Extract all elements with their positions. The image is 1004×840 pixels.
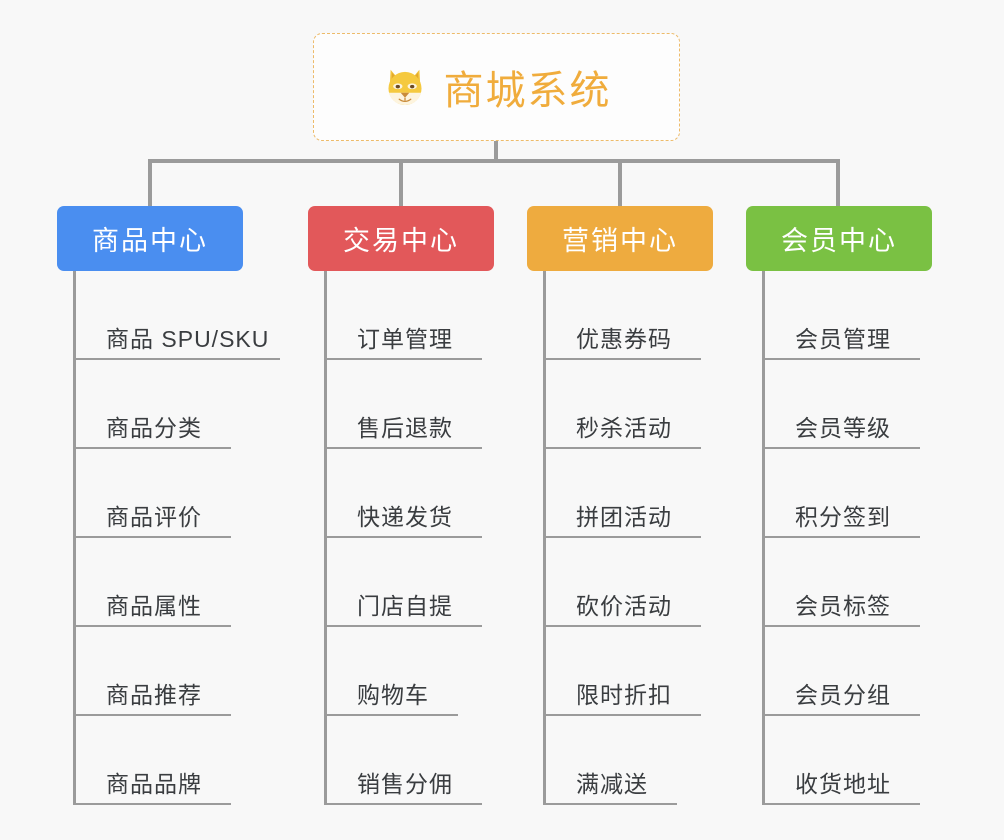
leaf-label: 商品评价 xyxy=(106,503,202,530)
leaf-label: 门店自提 xyxy=(357,592,453,619)
leaf-node[interactable]: 优惠券码 xyxy=(543,271,701,360)
connector-trunk-product-center xyxy=(73,271,76,805)
leaf-underline: 积分签到 xyxy=(765,503,920,538)
leaf-label: 优惠券码 xyxy=(576,325,672,352)
category-box-member-center[interactable]: 会员中心 xyxy=(746,206,932,271)
leaf-underline: 会员等级 xyxy=(765,414,920,449)
leaf-underline: 秒杀活动 xyxy=(546,414,701,449)
leaf-node[interactable]: 购物车 xyxy=(324,627,458,716)
leaf-underline: 会员管理 xyxy=(765,325,920,360)
leaf-node[interactable]: 限时折扣 xyxy=(543,627,701,716)
leaf-label: 商品 SPU/SKU xyxy=(106,325,270,352)
leaf-label: 秒杀活动 xyxy=(576,414,672,441)
leaf-underline: 商品评价 xyxy=(76,503,231,538)
leaf-node[interactable]: 满减送 xyxy=(543,716,677,805)
leaf-node[interactable]: 门店自提 xyxy=(324,538,482,627)
leaf-underline: 门店自提 xyxy=(327,592,482,627)
leaf-node[interactable]: 秒杀活动 xyxy=(543,360,701,449)
leaf-label: 商品推荐 xyxy=(106,681,202,708)
connector-trunk-marketing-center xyxy=(543,271,546,805)
leaf-node[interactable]: 快递发货 xyxy=(324,449,482,538)
category-box-marketing-center[interactable]: 营销中心 xyxy=(527,206,713,271)
leaf-underline: 销售分佣 xyxy=(327,770,482,805)
leaf-label: 会员等级 xyxy=(795,414,891,441)
leaf-label: 快递发货 xyxy=(357,503,453,530)
root-node-shop-system[interactable]: 商城系统 xyxy=(313,33,680,141)
leaf-label: 拼团活动 xyxy=(576,503,672,530)
leaf-underline: 快递发货 xyxy=(327,503,482,538)
leaf-underline: 商品属性 xyxy=(76,592,231,627)
leaf-node[interactable]: 订单管理 xyxy=(324,271,482,360)
shiba-dog-face-icon xyxy=(382,64,428,110)
leaf-node[interactable]: 商品推荐 xyxy=(73,627,231,716)
leaf-label: 销售分佣 xyxy=(357,770,453,797)
leaf-label: 积分签到 xyxy=(795,503,891,530)
leaf-column-trade-center: 订单管理售后退款快递发货门店自提购物车销售分佣 xyxy=(324,271,584,805)
connector-trunk-trade-center xyxy=(324,271,327,805)
category-box-trade-center[interactable]: 交易中心 xyxy=(308,206,494,271)
leaf-label: 满减送 xyxy=(576,770,648,797)
leaf-underline: 满减送 xyxy=(546,770,677,805)
leaf-node[interactable]: 积分签到 xyxy=(762,449,920,538)
leaf-underline: 商品推荐 xyxy=(76,681,231,716)
leaf-underline: 拼团活动 xyxy=(546,503,701,538)
connector-root-stem xyxy=(494,141,498,163)
leaf-underline: 商品 SPU/SKU xyxy=(76,325,280,360)
leaf-node[interactable]: 商品分类 xyxy=(73,360,231,449)
leaf-underline: 收货地址 xyxy=(765,770,920,805)
leaf-label: 商品属性 xyxy=(106,592,202,619)
leaf-label: 收货地址 xyxy=(795,770,891,797)
connector-trunk-member-center xyxy=(762,271,765,805)
leaf-label: 售后退款 xyxy=(357,414,453,441)
leaf-label: 购物车 xyxy=(357,681,429,708)
leaf-label: 订单管理 xyxy=(357,325,453,352)
category-label: 营销中心 xyxy=(562,226,678,256)
leaf-underline: 购物车 xyxy=(327,681,458,716)
leaf-label: 限时折扣 xyxy=(576,681,672,708)
leaf-label: 砍价活动 xyxy=(576,592,672,619)
leaf-underline: 会员分组 xyxy=(765,681,920,716)
leaf-column-marketing-center: 优惠券码秒杀活动拼团活动砍价活动限时折扣满减送 xyxy=(543,271,803,805)
leaf-underline: 售后退款 xyxy=(327,414,482,449)
connector-drop-member-center xyxy=(836,159,840,206)
connector-drop-trade-center xyxy=(399,159,403,206)
leaf-node[interactable]: 商品评价 xyxy=(73,449,231,538)
leaf-label: 会员标签 xyxy=(795,592,891,619)
leaf-node[interactable]: 会员管理 xyxy=(762,271,920,360)
connector-drop-product-center xyxy=(148,159,152,206)
leaf-node[interactable]: 砍价活动 xyxy=(543,538,701,627)
leaf-node[interactable]: 会员分组 xyxy=(762,627,920,716)
leaf-underline: 会员标签 xyxy=(765,592,920,627)
leaf-node[interactable]: 拼团活动 xyxy=(543,449,701,538)
leaf-node[interactable]: 商品品牌 xyxy=(73,716,231,805)
leaf-label: 会员管理 xyxy=(795,325,891,352)
leaf-underline: 优惠券码 xyxy=(546,325,701,360)
leaf-underline: 商品品牌 xyxy=(76,770,231,805)
leaf-underline: 商品分类 xyxy=(76,414,231,449)
connector-drop-marketing-center xyxy=(618,159,622,206)
leaf-node[interactable]: 商品属性 xyxy=(73,538,231,627)
leaf-underline: 砍价活动 xyxy=(546,592,701,627)
category-label: 会员中心 xyxy=(781,226,897,256)
leaf-label: 商品品牌 xyxy=(106,770,202,797)
category-label: 商品中心 xyxy=(92,226,208,256)
leaf-label: 会员分组 xyxy=(795,681,891,708)
category-label: 交易中心 xyxy=(343,226,459,256)
leaf-node[interactable]: 收货地址 xyxy=(762,716,920,805)
leaf-underline: 订单管理 xyxy=(327,325,482,360)
leaf-label: 商品分类 xyxy=(106,414,202,441)
leaf-node[interactable]: 会员等级 xyxy=(762,360,920,449)
leaf-node[interactable]: 会员标签 xyxy=(762,538,920,627)
root-title: 商城系统 xyxy=(443,69,612,113)
category-box-product-center[interactable]: 商品中心 xyxy=(57,206,243,271)
leaf-underline: 限时折扣 xyxy=(546,681,701,716)
leaf-column-member-center: 会员管理会员等级积分签到会员标签会员分组收货地址 xyxy=(762,271,1004,805)
connector-horizontal-bus xyxy=(148,159,836,163)
leaf-node[interactable]: 售后退款 xyxy=(324,360,482,449)
leaf-node[interactable]: 商品 SPU/SKU xyxy=(73,271,280,360)
leaf-node[interactable]: 销售分佣 xyxy=(324,716,482,805)
leaf-column-product-center: 商品 SPU/SKU 商品分类商品评价商品属性商品推荐商品品牌 xyxy=(73,271,333,805)
